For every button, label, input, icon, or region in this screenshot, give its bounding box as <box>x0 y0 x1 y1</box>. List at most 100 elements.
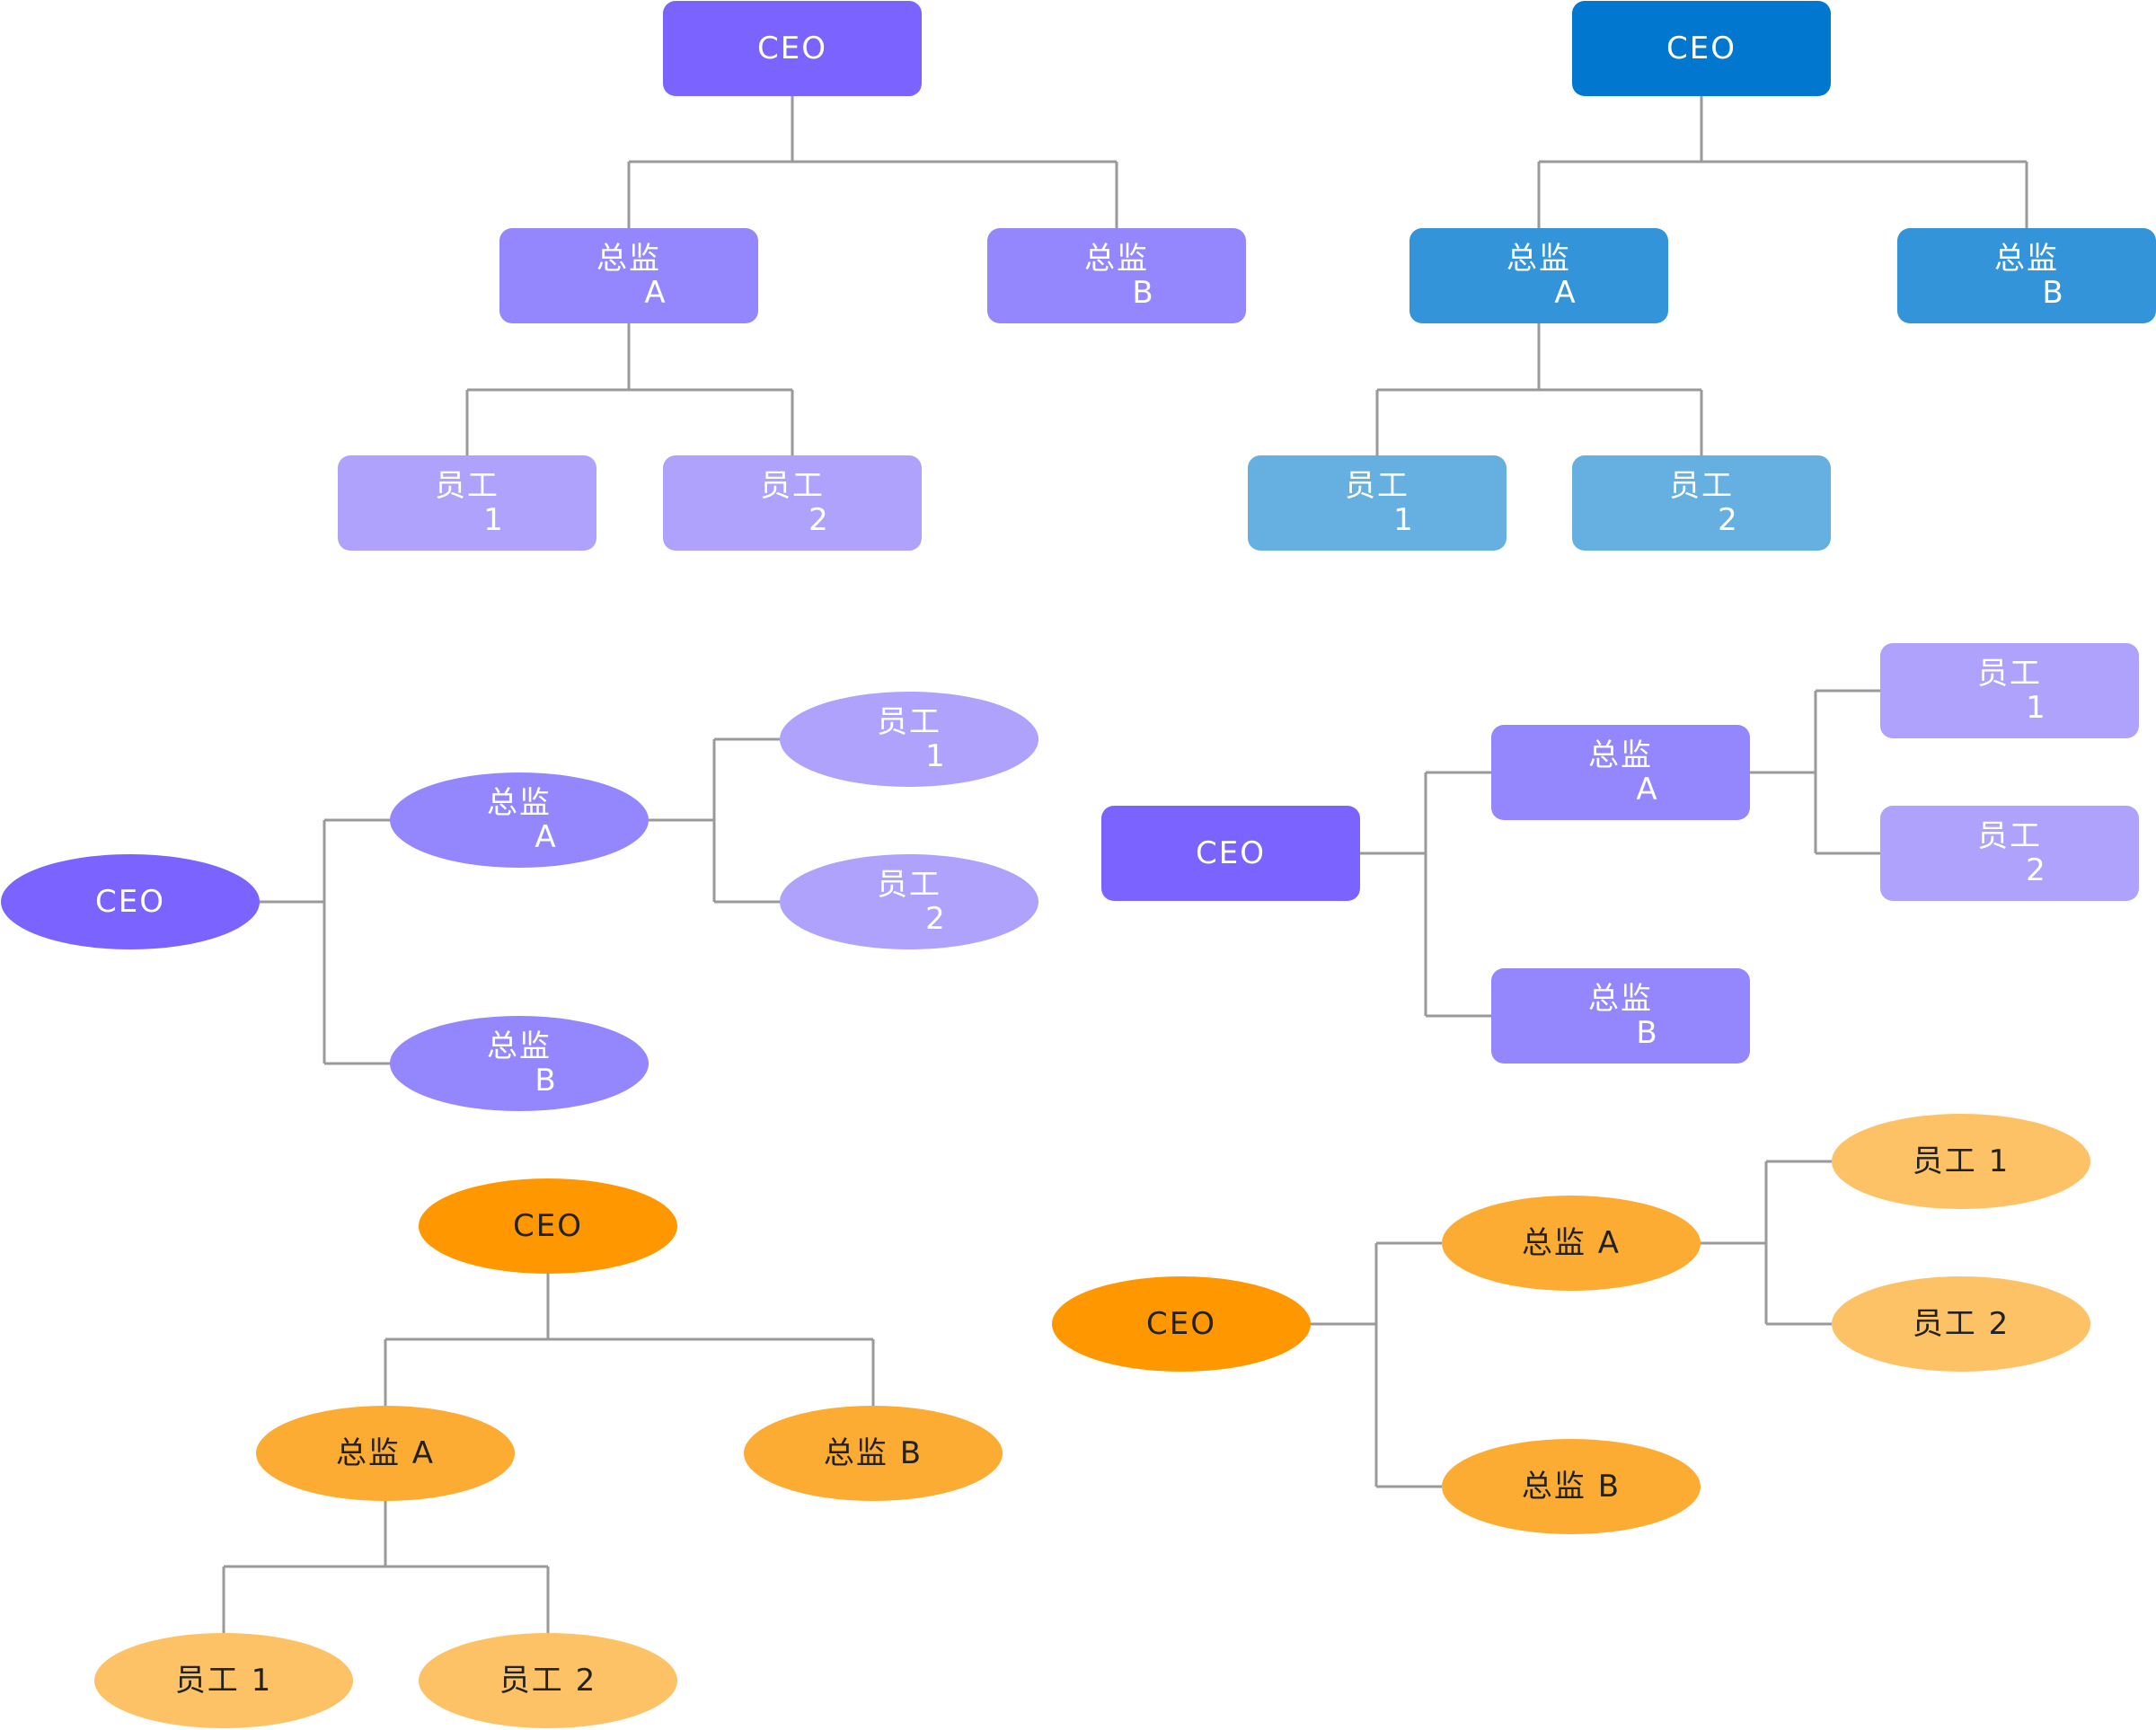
purple-horizontal-rect-node-emp-2: 员工2 <box>1880 806 2139 901</box>
ceo-ellipse <box>1052 1276 1311 1372</box>
purple-horizontal-ellipse-node-dir-a: 总监A <box>390 772 649 868</box>
emp-2-box <box>1880 806 2139 901</box>
emp-1-label-line-1: 员工 1 <box>175 1663 272 1699</box>
emp-1-label-line-2: 1 <box>1393 502 1415 538</box>
purple-horizontal-rect-node-emp-1: 员工1 <box>1880 643 2139 738</box>
ceo-label-line-1: CEO <box>1666 31 1736 66</box>
emp-1-box <box>1248 455 1507 551</box>
blue-vertical-rect-node-emp-2: 员工2 <box>1572 455 1831 551</box>
dir-b-box <box>1491 968 1750 1064</box>
dir-a-label-line-1: 总监 <box>1507 241 1571 277</box>
orange-horizontal-ellipse-node-emp-2: 员工 2 <box>1832 1276 2090 1372</box>
dir-a-label-line-2: A <box>644 275 667 311</box>
blue-vertical-rect-node-ceo: CEO <box>1572 1 1831 96</box>
dir-b-ellipse <box>1442 1439 1701 1534</box>
dir-a-label-line-1: 总监 <box>487 785 552 821</box>
orange-vertical-ellipse-connector-1 <box>384 1274 875 1406</box>
emp-2-label-line-2: 2 <box>925 901 947 937</box>
emp-1-box <box>1880 643 2139 738</box>
dir-b-label-line-1: 总监 B <box>824 1435 923 1471</box>
blue-vertical-rect-node-dir-a: 总监A <box>1409 228 1668 323</box>
dir-a-label-line-1: 总监 <box>1588 737 1653 773</box>
emp-2-label-line-2: 2 <box>2026 852 2047 888</box>
dir-a-box <box>1409 228 1668 323</box>
dir-b-label-line-2: B <box>535 1063 557 1099</box>
dir-a-label-line-2: A <box>535 819 557 855</box>
purple-horizontal-ellipse-node-dir-b: 总监B <box>390 1016 649 1111</box>
dir-a-ellipse <box>256 1406 515 1501</box>
emp-2-label-line-1: 员工 2 <box>1913 1306 2010 1342</box>
orange-vertical-ellipse-node-emp-1: 员工 1 <box>94 1633 353 1728</box>
ceo-label-line-1: CEO <box>95 884 165 920</box>
orange-vertical-ellipse-diagram: CEO 总监 A 总监 B 员工 1 员工 2 <box>94 1178 1003 1728</box>
purple-vertical-rect-connector-1 <box>627 96 1118 228</box>
orange-horizontal-ellipse-node-dir-a: 总监 A <box>1442 1196 1701 1291</box>
orange-horizontal-ellipse-node-ceo: CEO <box>1052 1276 1311 1372</box>
purple-horizontal-rect-node-dir-a: 总监A <box>1491 725 1750 820</box>
dir-a-label-line-1: 总监 A <box>1522 1225 1621 1261</box>
dir-b-label-line-2: B <box>2042 275 2064 311</box>
blue-vertical-rect-node-emp-1: 员工1 <box>1248 455 1507 551</box>
purple-horizontal-rect-connector-2 <box>1750 689 1880 855</box>
emp-1-label-line-2: 1 <box>483 502 505 538</box>
emp-1-label-line-1: 员工 <box>435 468 499 504</box>
emp-2-ellipse <box>1832 1276 2090 1372</box>
dir-a-ellipse <box>390 772 649 868</box>
orange-horizontal-ellipse-connector-2 <box>1701 1160 1832 1326</box>
emp-1-label-line-2: 1 <box>925 738 947 774</box>
emp-2-label-line-1: 员工 <box>1669 468 1734 504</box>
emp-2-label-line-2: 2 <box>1718 502 1739 538</box>
ceo-label-line-1: CEO <box>757 31 827 66</box>
emp-1-ellipse <box>780 692 1038 787</box>
ceo-label-line-1: CEO <box>513 1208 583 1244</box>
dir-b-label-line-2: B <box>1636 1015 1658 1051</box>
dir-b-label-line-1: 总监 <box>487 1028 552 1064</box>
dir-b-label-line-2: B <box>1132 275 1154 311</box>
emp-1-label-line-1: 员工 <box>1345 468 1409 504</box>
emp-1-label-line-1: 员工 <box>877 704 941 740</box>
purple-vertical-rect-connector-2 <box>465 323 794 455</box>
ceo-label-line-1: CEO <box>1146 1306 1216 1342</box>
ceo-ellipse <box>1 854 260 949</box>
blue-vertical-rect-connector-1 <box>1537 96 2028 228</box>
emp-1-ellipse <box>94 1633 353 1728</box>
orange-horizontal-ellipse-connector-1 <box>1311 1241 1442 1488</box>
ceo-label-line-1: CEO <box>1196 835 1266 871</box>
purple-vertical-rect-node-emp-2: 员工2 <box>663 455 922 551</box>
ceo-box <box>663 1 922 96</box>
ceo-box <box>1572 1 1831 96</box>
purple-vertical-rect-node-emp-1: 员工1 <box>338 455 596 551</box>
dir-a-label-line-1: 总监 A <box>336 1435 435 1471</box>
emp-2-ellipse <box>780 854 1038 949</box>
emp-2-label-line-1: 员工 <box>877 867 941 903</box>
dir-b-ellipse <box>390 1016 649 1111</box>
emp-2-box <box>1572 455 1831 551</box>
orange-vertical-ellipse-connector-2 <box>222 1501 550 1633</box>
dir-b-box <box>987 228 1246 323</box>
orange-horizontal-ellipse-node-emp-1: 员工 1 <box>1832 1114 2090 1209</box>
emp-2-ellipse <box>419 1633 677 1728</box>
orange-vertical-ellipse-node-ceo: CEO <box>419 1178 677 1274</box>
emp-1-label-line-1: 员工 1 <box>1913 1143 2010 1179</box>
purple-horizontal-rect-node-ceo: CEO <box>1101 806 1360 901</box>
dir-b-label-line-1: 总监 <box>1994 241 2059 277</box>
dir-b-ellipse <box>744 1406 1003 1501</box>
dir-a-ellipse <box>1442 1196 1701 1291</box>
emp-1-label-line-2: 1 <box>2026 690 2047 726</box>
emp-2-label-line-1: 员工 <box>760 468 825 504</box>
emp-1-ellipse <box>1832 1114 2090 1209</box>
orange-vertical-ellipse-node-dir-a: 总监 A <box>256 1406 515 1501</box>
orange-vertical-ellipse-node-emp-2: 员工 2 <box>419 1633 677 1728</box>
purple-horizontal-ellipse-connector-2 <box>649 737 780 904</box>
ceo-ellipse <box>419 1178 677 1274</box>
purple-vertical-rect-node-dir-a: 总监A <box>499 228 758 323</box>
blue-vertical-rect-node-dir-b: 总监B <box>1897 228 2156 323</box>
purple-horizontal-ellipse-connector-1 <box>260 818 390 1065</box>
emp-1-box <box>338 455 596 551</box>
